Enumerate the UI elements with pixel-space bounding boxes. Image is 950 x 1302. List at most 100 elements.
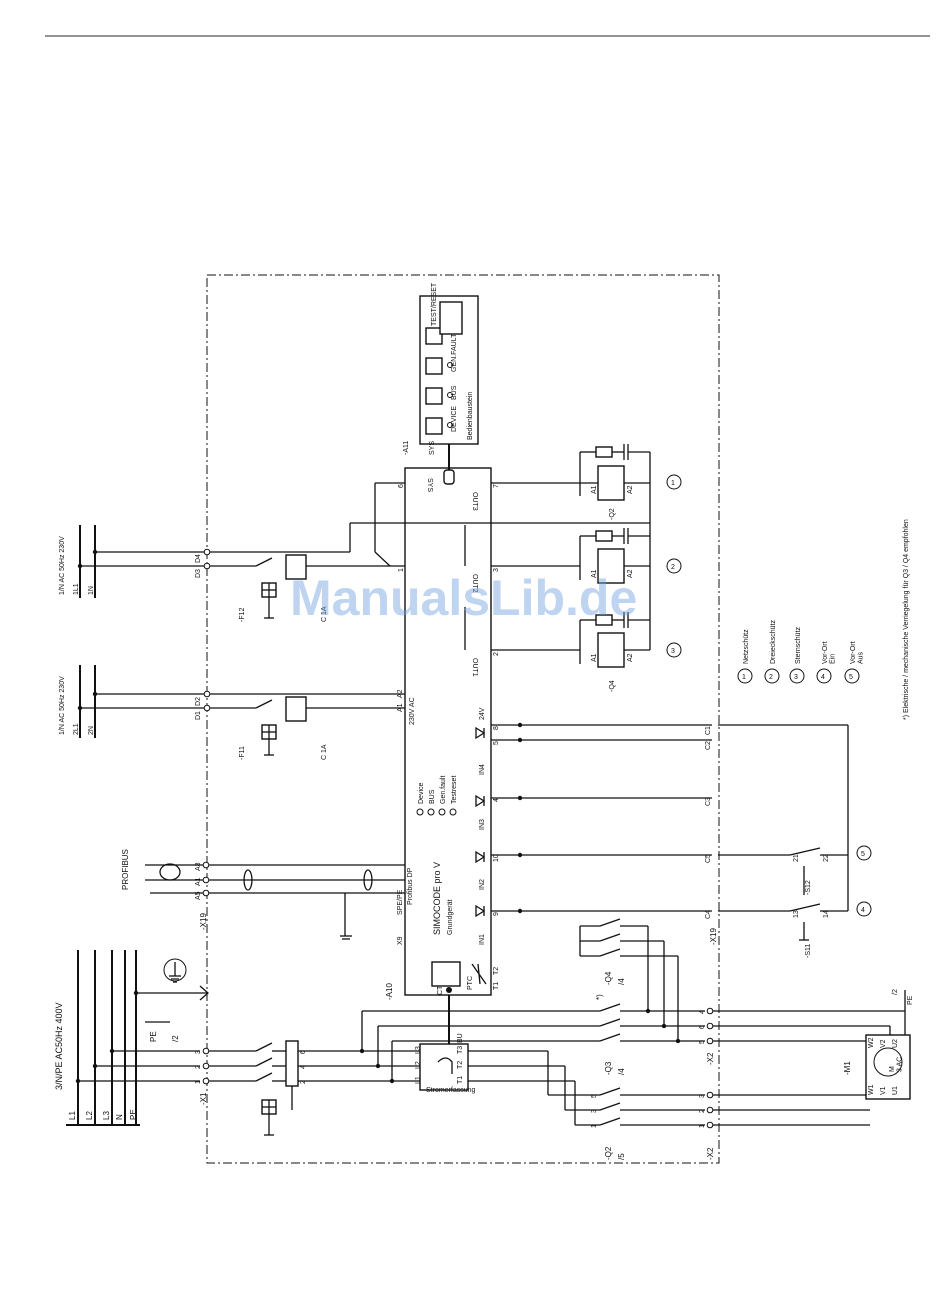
x1-pin-3: 3 xyxy=(195,1050,202,1054)
legend-num-3: 3 xyxy=(794,674,798,681)
motor-w1: W1 xyxy=(868,1084,875,1095)
coil-num-3: 3 xyxy=(671,648,675,655)
c1a-1-label: C 1A xyxy=(321,744,328,760)
q2-c3: 3 xyxy=(591,1109,598,1113)
v24-label: 24V xyxy=(479,707,486,720)
x1-pin-2: 2 xyxy=(195,1065,202,1069)
a2-label: A2 xyxy=(397,689,404,698)
current-sensor: Stromerfassung L3 L2 L1 T3 T2 T1 BU xyxy=(415,990,476,1094)
stromerfassung-label: Stromerfassung xyxy=(426,1087,476,1094)
x2-pin-2: 2 xyxy=(699,1109,706,1113)
motor-v1: V1 xyxy=(880,1086,887,1095)
breaker-pin-6: 6 xyxy=(300,1050,307,1054)
terminal-x1: -X1 1 2 3 xyxy=(195,1047,210,1105)
coil3-a1: A1 xyxy=(591,653,598,662)
motor-v2: V2 xyxy=(880,1039,887,1048)
led-bus: BUS xyxy=(429,789,436,804)
c4-pin: C4 xyxy=(705,910,712,919)
q2-label: -Q2 xyxy=(604,1146,613,1160)
profibus-label: PROFIBUS xyxy=(121,849,130,890)
t1-label: T1 xyxy=(493,982,500,990)
main-terminal-l2: L2 xyxy=(85,1111,94,1120)
ctrl2-label: 1/N AC 50Hz 230V xyxy=(59,536,66,595)
x2-label-a: -X2 xyxy=(706,1147,715,1160)
footnote: *) Elektrische / mechanische Verriegelun… xyxy=(903,519,910,720)
a10-label: -A10 xyxy=(385,983,394,1000)
contactor-q4: -Q4 /4 xyxy=(579,918,681,1044)
led-device: Device xyxy=(418,782,425,804)
motor-u1: U1 xyxy=(892,1086,899,1095)
coil1-a2: A2 xyxy=(627,485,634,494)
btn-num-5: 5 xyxy=(861,851,865,858)
profibus-a5: A5 xyxy=(195,891,202,900)
ptc-label: PTC xyxy=(467,976,474,990)
star-note: *) xyxy=(595,994,604,1000)
in-pin-4: 4 xyxy=(493,798,500,802)
main-terminal-pe: PE xyxy=(129,1109,138,1120)
breaker-pin-4: 4 xyxy=(300,1065,307,1069)
bu-label: BU xyxy=(457,1033,464,1043)
legend-text-3: Sternschütz xyxy=(795,627,802,664)
output-wiring: 6 7 1 3 2 xyxy=(374,482,580,656)
q3-label: -Q3 xyxy=(604,1061,613,1075)
motor-pe-ref: /2 xyxy=(892,989,899,995)
in3-label: IN3 xyxy=(479,819,486,830)
m1-label: -M1 xyxy=(843,1061,852,1075)
legend-text-1: Netzschütz xyxy=(743,629,750,664)
input-wiring: 8 5 4 10 9 -X19 C1 C2 C3 C5 C4 -S12 -S11… xyxy=(491,722,872,958)
in4-label: IN4 xyxy=(479,764,486,775)
profibus-dp-label: Profibus DP xyxy=(407,867,414,905)
grundgeraet-label: Grundgerät xyxy=(447,900,454,935)
c3-pin: C3 xyxy=(705,797,712,806)
q3-ref: /4 xyxy=(617,1068,626,1075)
q4-ref: /4 xyxy=(617,978,626,985)
contactor-q2: -Q2 /5 1 3 5 xyxy=(591,1087,705,1160)
panel-led-genfault: GEN.FAULT xyxy=(451,333,458,372)
main-terminal-l1: L1 xyxy=(68,1111,77,1120)
d3-label: D3 xyxy=(195,569,202,578)
x2-pin-1: 1 xyxy=(699,1124,706,1128)
in-pin-10: 10 xyxy=(493,854,500,862)
motor-pe-label: PE xyxy=(907,995,914,1005)
out3-label: OUT3 xyxy=(471,492,478,511)
main-terminal-l3: L3 xyxy=(102,1111,111,1120)
q2-c5: 5 xyxy=(591,1094,598,1098)
s-pin-13: 13 xyxy=(793,910,800,918)
btn-num-4: 4 xyxy=(861,907,865,914)
in-pin-8: 8 xyxy=(493,726,500,730)
panel-test-reset: TEST/RESET xyxy=(431,282,438,326)
sys-label: SYS xyxy=(426,478,433,492)
legend-num-1: 1 xyxy=(742,674,746,681)
contactor-q3: -Q3 /4 *) xyxy=(595,994,705,1075)
legend-text-2: Dreieckschütz xyxy=(770,620,777,664)
a1-label: A1 xyxy=(397,703,404,712)
coil-num-1: 1 xyxy=(671,480,675,487)
x1-label: -X1 xyxy=(199,1092,208,1105)
s-pin-22: 22 xyxy=(823,854,830,862)
profibus-a3: A3 xyxy=(195,862,202,871)
legend-num-5: 5 xyxy=(849,674,853,681)
coil2-a2: A2 xyxy=(627,569,634,578)
coil2-a1: A1 xyxy=(591,569,598,578)
c5-pin: C5 xyxy=(705,854,712,863)
control-supply-1: 1/N AC 50Hz 230V 2L1 2N D1 D2 -F11 C 1A … xyxy=(59,665,405,760)
se-l2: L2 xyxy=(415,1061,422,1069)
out-pin-2: 2 xyxy=(493,652,500,656)
v230-label: 230V AC xyxy=(409,697,416,725)
panel-led-device: DEVICE xyxy=(451,406,458,432)
simocode-title: SIMOCODE pro V xyxy=(432,862,442,935)
panel-led-bus: BUS xyxy=(451,385,458,400)
d1-label: D1 xyxy=(195,711,202,720)
d4-label: D4 xyxy=(195,554,202,563)
motor-w2: W2 xyxy=(868,1037,875,1048)
contactor-coils: A1 A2 -Q2 A1 A2 A1 A2 -Q4 1 2 3 xyxy=(579,444,682,692)
s-pin-21: 21 xyxy=(793,854,800,862)
pe-label: PE xyxy=(149,1031,158,1042)
ct-label: CT xyxy=(437,985,444,995)
legend-num-4: 4 xyxy=(821,674,825,681)
watermark: ManualsLib.de xyxy=(290,570,637,626)
ctrl2-1n: 1N xyxy=(88,586,95,595)
operator-panel: -A11 SYS Bedienbaustein DEVICE BUS GEN.F… xyxy=(403,282,479,470)
profibus-connection: PROFIBUS -X19 A5 A1 A3 xyxy=(121,849,405,940)
coil-num-2: 2 xyxy=(671,564,675,571)
